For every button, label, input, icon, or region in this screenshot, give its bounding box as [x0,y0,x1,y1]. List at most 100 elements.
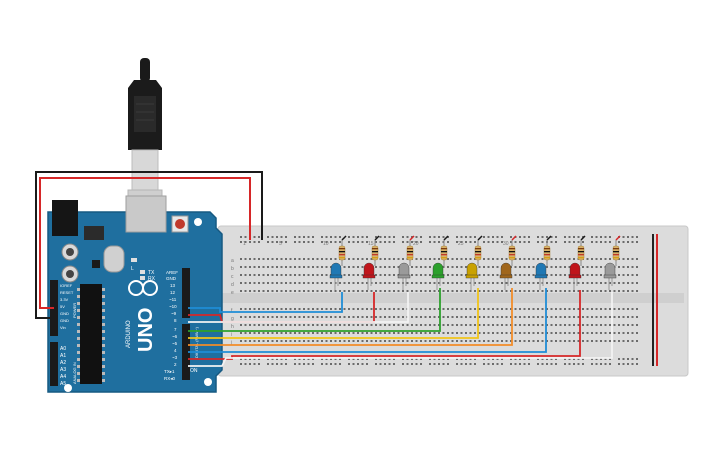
rail-hole [375,241,377,243]
terminal-hole [420,324,422,326]
terminal-hole [550,340,553,342]
terminal-hole [411,324,413,326]
rail-hole [294,363,296,365]
terminal-hole [397,266,400,268]
led-body[interactable] [466,262,478,277]
terminal-hole [627,332,629,334]
led-unit[interactable] [568,235,586,290]
terminal-hole [451,266,454,268]
wire-pin-2[interactable] [188,292,613,367]
wire-pin-6[interactable] [188,288,479,339]
wire-pin-8[interactable] [188,292,409,323]
terminal-hole [613,282,616,284]
digital-header-top[interactable] [182,268,190,318]
wire-pin-5[interactable] [188,288,513,346]
wire-pin-10[interactable] [188,292,343,313]
terminal-hole [393,282,395,284]
led-unit[interactable] [603,235,621,290]
terminal-hole [591,258,593,260]
terminal-hole [577,332,580,334]
terminal-hole [420,340,422,342]
resistor-body[interactable] [543,245,551,261]
terminal-hole [361,332,364,334]
terminal-hole [537,340,539,342]
led-unit[interactable] [431,235,449,290]
wire-pin-4[interactable] [188,288,547,353]
terminal-hole [280,266,283,268]
terminal-hole [357,282,359,284]
terminal-hole [357,324,359,326]
led-unit[interactable] [465,235,483,290]
terminal-hole [582,290,584,292]
led-unit[interactable] [534,235,552,290]
terminal-hole [285,324,287,326]
board-model-label: UNO [135,308,157,352]
chip-pin [102,351,105,354]
resistor-body[interactable] [508,245,516,261]
terminal-hole [330,290,332,292]
rail-hole [447,358,449,360]
digital-header-bottom[interactable] [182,324,190,380]
terminal-hole [276,282,278,284]
resistor-body[interactable] [474,245,482,261]
resistor-body[interactable] [406,245,414,261]
rail-hole [307,241,310,243]
terminal-hole [307,274,310,276]
wires[interactable] [35,171,613,367]
wire-5v[interactable] [39,177,251,309]
terminal-hole [244,266,247,268]
led-body[interactable] [363,262,375,277]
reset-button-cap[interactable] [175,219,185,229]
terminal-hole [451,258,454,260]
arduino-uno-board[interactable]: L TX RX UNO ARDUINO ON IOREF RESET 3.3V … [47,195,223,393]
rail-hole [523,241,526,243]
terminal-hole [348,332,350,334]
terminal-hole [442,266,445,268]
led-body[interactable] [330,262,342,277]
terminal-hole [424,340,427,342]
terminal-hole [280,258,283,260]
resistor-body[interactable] [440,245,448,261]
terminal-hole [307,332,310,334]
resistor-body[interactable] [338,245,346,261]
led-body[interactable] [535,262,547,277]
terminal-hole [541,258,544,260]
digital-pin-label: 4 [174,348,177,353]
led-ground-jumper [580,235,586,241]
terminal-hole [294,258,296,260]
terminal-hole [586,340,589,342]
led-unit[interactable] [499,235,517,290]
resistor-body[interactable] [371,245,379,261]
terminal-hole [618,324,620,326]
terminal-hole [348,340,350,342]
terminal-hole [550,324,553,326]
terminal-hole [568,258,571,260]
wire-pin-7[interactable] [188,288,441,332]
terminal-hole [469,324,472,326]
led-unit[interactable] [362,235,380,290]
terminal-hole [298,274,301,276]
terminal-hole [321,340,323,342]
led-body[interactable] [398,262,410,277]
led-unit[interactable] [397,235,415,290]
terminal-hole [604,324,607,326]
led-body[interactable] [432,262,444,277]
terminal-hole [523,266,526,268]
led-array[interactable] [329,235,621,290]
terminal-hole [411,274,413,276]
led-body[interactable] [500,262,512,277]
led-unit[interactable] [329,235,347,290]
wire-pin-3[interactable] [188,290,581,360]
led-body[interactable] [604,262,616,277]
resistor-body[interactable] [577,245,585,261]
terminal-hole [546,324,548,326]
led-body[interactable] [569,262,581,277]
rail-hole [276,241,278,243]
rail-hole [285,363,287,365]
resistor-body[interactable] [612,245,620,261]
analog-header[interactable] [50,342,58,386]
rail-hole [361,241,364,243]
wire-gnd[interactable] [35,171,263,319]
